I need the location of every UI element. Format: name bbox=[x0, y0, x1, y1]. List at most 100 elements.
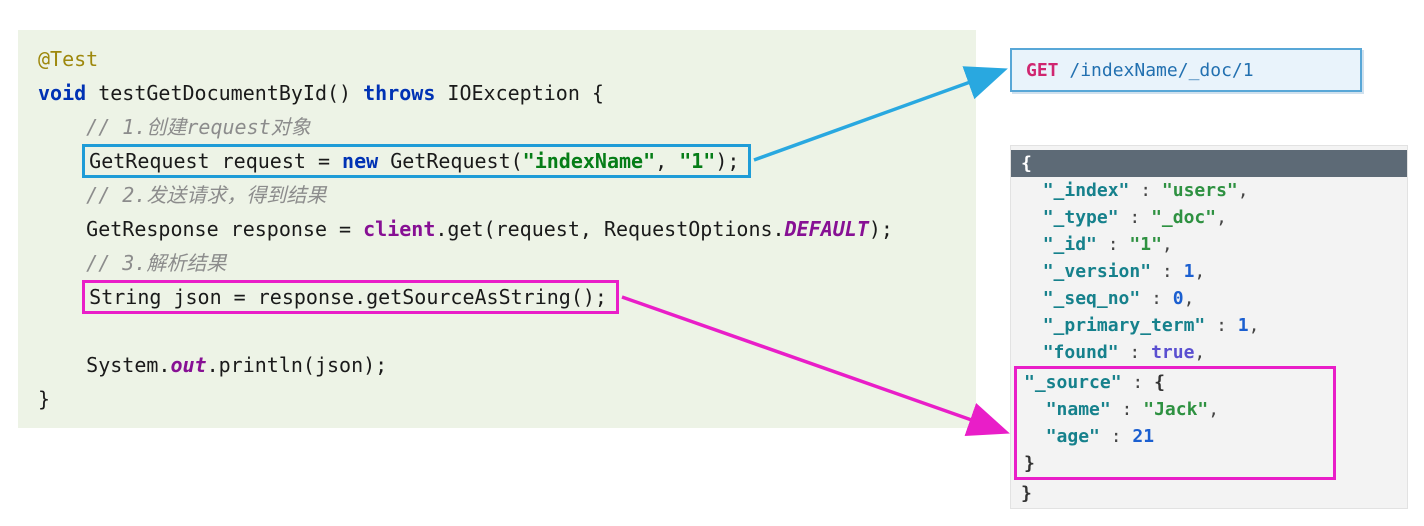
syntax-token: .println(json); bbox=[206, 353, 388, 377]
syntax-token: : bbox=[1099, 426, 1133, 447]
syntax-token: , bbox=[1237, 180, 1249, 201]
syntax-token: "users" bbox=[1161, 180, 1238, 201]
syntax-token: new bbox=[342, 149, 379, 173]
code-line: void testGetDocumentById() throws IOExce… bbox=[38, 76, 976, 110]
json-line: } bbox=[1011, 480, 1407, 507]
syntax-token: : bbox=[1205, 315, 1238, 336]
json-bottom-lines: } bbox=[1011, 480, 1407, 507]
syntax-token: , bbox=[1194, 261, 1206, 282]
syntax-token: @Test bbox=[38, 47, 99, 71]
json-line: "age" : 21 bbox=[1017, 423, 1333, 450]
syntax-token: "found" bbox=[1042, 342, 1119, 363]
syntax-token: "age" bbox=[1045, 426, 1100, 447]
syntax-token: "_id" bbox=[1042, 234, 1097, 255]
json-line: "_type" : "_doc", bbox=[1011, 204, 1407, 231]
syntax-token: "_source" bbox=[1024, 372, 1122, 393]
syntax-token: 1 bbox=[1183, 261, 1195, 282]
http-method-label: GET bbox=[1026, 59, 1070, 81]
code-line: // 2.发送请求，得到结果 bbox=[38, 178, 976, 212]
code-line: // 3.解析结果 bbox=[38, 246, 976, 280]
syntax-token: : bbox=[1118, 342, 1152, 363]
highlight-box-magenta: String json = response.getSourceAsString… bbox=[82, 280, 619, 314]
syntax-token: , bbox=[1161, 234, 1173, 255]
syntax-token: "_index" bbox=[1042, 180, 1130, 201]
code-line: GetRequest request = new GetRequest("ind… bbox=[38, 144, 976, 178]
syntax-token: "Jack" bbox=[1143, 399, 1209, 420]
syntax-token: } bbox=[1021, 483, 1032, 504]
syntax-token: { bbox=[1021, 153, 1032, 174]
code-line bbox=[38, 314, 976, 348]
syntax-token: GetRequest request = bbox=[89, 149, 343, 173]
syntax-token: "_doc" bbox=[1151, 207, 1217, 228]
source-highlight-box: "_source" : { "name" : "Jack", "age" : 2… bbox=[1014, 366, 1336, 480]
code-line: @Test bbox=[38, 42, 976, 76]
syntax-token: throws bbox=[363, 81, 436, 105]
syntax-token: : bbox=[1096, 234, 1130, 255]
json-line: } bbox=[1017, 450, 1333, 477]
syntax-token: 1 bbox=[1237, 315, 1249, 336]
syntax-token: , bbox=[1216, 207, 1227, 228]
code-line: GetResponse response = client.get(reques… bbox=[38, 212, 976, 246]
syntax-token: : bbox=[1151, 261, 1184, 282]
syntax-token: "_version" bbox=[1042, 261, 1152, 282]
syntax-token: ); bbox=[715, 149, 740, 173]
syntax-token: DEFAULT bbox=[784, 217, 869, 241]
syntax-token: , bbox=[655, 149, 680, 173]
java-code-panel: @Test void testGetDocumentById() throws I… bbox=[18, 30, 976, 428]
syntax-token: IOException { bbox=[435, 81, 604, 105]
json-line: "_seq_no" : 0, bbox=[1011, 285, 1407, 312]
syntax-token: void bbox=[38, 81, 87, 105]
highlight-box-blue: GetRequest request = new GetRequest("ind… bbox=[82, 144, 752, 178]
json-line: "_source" : { bbox=[1017, 369, 1333, 396]
syntax-token: : bbox=[1121, 372, 1155, 393]
syntax-token: "_primary_term" bbox=[1042, 315, 1206, 336]
syntax-token: System. bbox=[86, 353, 171, 377]
syntax-token: { bbox=[1154, 372, 1165, 393]
syntax-token: "1" bbox=[1129, 234, 1162, 255]
http-request-box: GET /indexName/_doc/1 bbox=[1010, 48, 1362, 92]
syntax-token: , bbox=[1183, 288, 1195, 309]
syntax-token: true bbox=[1151, 342, 1195, 363]
code-line: String json = response.getSourceAsString… bbox=[38, 280, 976, 314]
syntax-token: // 3.解析结果 bbox=[86, 251, 227, 275]
syntax-token: client bbox=[363, 217, 436, 241]
syntax-token: : bbox=[1140, 288, 1173, 309]
syntax-token: GetResponse response = bbox=[86, 217, 364, 241]
syntax-token: , bbox=[1194, 342, 1206, 363]
syntax-token: .get(request, RequestOptions. bbox=[435, 217, 785, 241]
syntax-token: "name" bbox=[1045, 399, 1111, 420]
syntax-token: : bbox=[1118, 207, 1152, 228]
syntax-token: // 2.发送请求，得到结果 bbox=[86, 183, 327, 207]
syntax-token: : bbox=[1110, 399, 1144, 420]
syntax-token: , bbox=[1248, 315, 1260, 336]
syntax-token: 0 bbox=[1172, 288, 1184, 309]
json-line: { bbox=[1011, 150, 1407, 177]
syntax-token: } bbox=[38, 387, 51, 411]
json-line: "_primary_term" : 1, bbox=[1011, 312, 1407, 339]
json-line: "_version" : 1, bbox=[1011, 258, 1407, 285]
syntax-token: // 1.创建request对象 bbox=[86, 115, 311, 139]
code-line: // 1.创建request对象 bbox=[38, 110, 976, 144]
code-line: System.out.println(json); bbox=[38, 348, 976, 382]
syntax-token: 21 bbox=[1132, 426, 1155, 447]
syntax-token: "indexName" bbox=[522, 149, 656, 173]
syntax-token: GetRequest( bbox=[378, 149, 523, 173]
syntax-token: "1" bbox=[679, 149, 716, 173]
json-response-panel: { "_index" : "users", "_type" : "_doc", … bbox=[1010, 145, 1408, 509]
json-line: "name" : "Jack", bbox=[1017, 396, 1333, 423]
syntax-token: "_type" bbox=[1042, 207, 1119, 228]
json-line: "_id" : "1", bbox=[1011, 231, 1407, 258]
syntax-token: "_seq_no" bbox=[1042, 288, 1141, 309]
json-top-lines: { "_index" : "users", "_type" : "_doc", … bbox=[1011, 150, 1407, 366]
code-line: } bbox=[38, 382, 976, 416]
syntax-token: out bbox=[170, 353, 207, 377]
http-request-path: /indexName/_doc/1 bbox=[1069, 59, 1254, 81]
syntax-token: : bbox=[1129, 180, 1162, 201]
syntax-token: testGetDocumentById() bbox=[86, 81, 364, 105]
json-line: "found" : true, bbox=[1011, 339, 1407, 366]
json-line: "_index" : "users", bbox=[1011, 177, 1407, 204]
syntax-token: String json = response.getSourceAsString… bbox=[89, 285, 607, 309]
syntax-token: , bbox=[1208, 399, 1220, 420]
syntax-token: ); bbox=[868, 217, 893, 241]
syntax-token: } bbox=[1024, 453, 1035, 474]
